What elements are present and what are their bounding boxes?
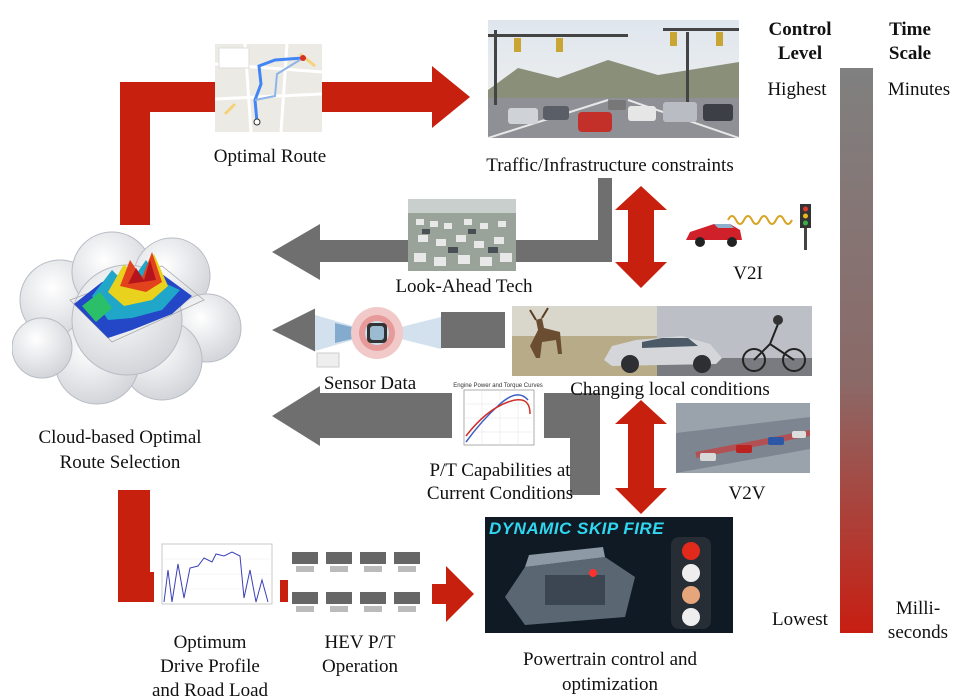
label-look-ahead: Look-Ahead Tech [395, 276, 533, 297]
look-ahead-photo [408, 199, 516, 271]
route-map-image [215, 44, 322, 132]
local-conditions-photo [512, 306, 812, 376]
time-scale-header-2: Scale [888, 43, 932, 64]
drive-profile-chart [154, 540, 276, 612]
sensor-data-image [315, 295, 441, 371]
dsf-title: DYNAMIC SKIP FIRE [489, 519, 665, 538]
red-double-arrow-v2v [615, 400, 667, 514]
control-level-scale-bar [840, 68, 873, 633]
engine-chart-title: Engine Power and Torque Curves [453, 383, 543, 389]
label-optimum-line1: Optimum [173, 632, 247, 653]
engine-graphic [505, 537, 711, 629]
surface-plot [69, 252, 205, 343]
label-optimum-line2: Drive Profile [160, 656, 260, 677]
label-cloud-line1: Cloud-based Optimal [38, 427, 202, 448]
scale-milli-1: Milli- [895, 598, 941, 619]
dynamic-skip-fire-image: DYNAMIC SKIP FIRE [485, 517, 733, 633]
label-hev-line2: Operation [322, 656, 398, 677]
red-arrow-route-to-traffic [322, 66, 470, 128]
label-optimum-line3: and Road Load [151, 680, 269, 700]
label-traffic-constraints: Traffic/Infrastructure constraints [486, 155, 734, 176]
label-v2v: V2V [728, 483, 766, 504]
red-arrow-hev-to-powertrain [432, 566, 474, 622]
label-changing-local-conditions: Changing local conditions [570, 379, 770, 400]
label-sensor-data: Sensor Data [323, 373, 417, 394]
label-pt-line1: P/T Capabilities at [429, 460, 571, 481]
label-v2i: V2I [733, 263, 763, 284]
red-arrow-cloud-to-profile [118, 490, 160, 602]
time-scale-header-1: Time [889, 19, 931, 40]
scale-lowest: Lowest [772, 609, 828, 630]
label-cloud-line2: Route Selection [59, 452, 181, 473]
scale-minutes: Minutes [887, 79, 951, 100]
scale-highest: Highest [767, 79, 827, 100]
control-level-header-2: Level [777, 43, 823, 64]
control-level-header-1: Control [768, 19, 832, 40]
v2i-illustration [686, 204, 811, 250]
cloud-image [12, 231, 242, 405]
label-optimal-route: Optimal Route [213, 146, 327, 167]
label-pt-line2: Current Conditions [426, 483, 574, 504]
engine-curves-chart: Engine Power and Torque Curves [452, 380, 544, 455]
label-powertrain-line2: optimization [561, 674, 659, 695]
label-powertrain-line1: Powertrain control and [522, 649, 698, 670]
v2v-illustration [676, 403, 810, 473]
red-arrow-profile-to-hev [280, 580, 290, 602]
gray-arrow-traffic-to-cloud [272, 178, 612, 280]
traffic-photo [488, 20, 739, 138]
hev-operation-image [288, 540, 426, 618]
red-double-arrow-v2i [615, 186, 667, 288]
scale-milli-2: seconds [887, 622, 949, 643]
label-hev-line1: HEV P/T [324, 632, 396, 653]
red-arrow-cloud-to-route [120, 82, 215, 225]
